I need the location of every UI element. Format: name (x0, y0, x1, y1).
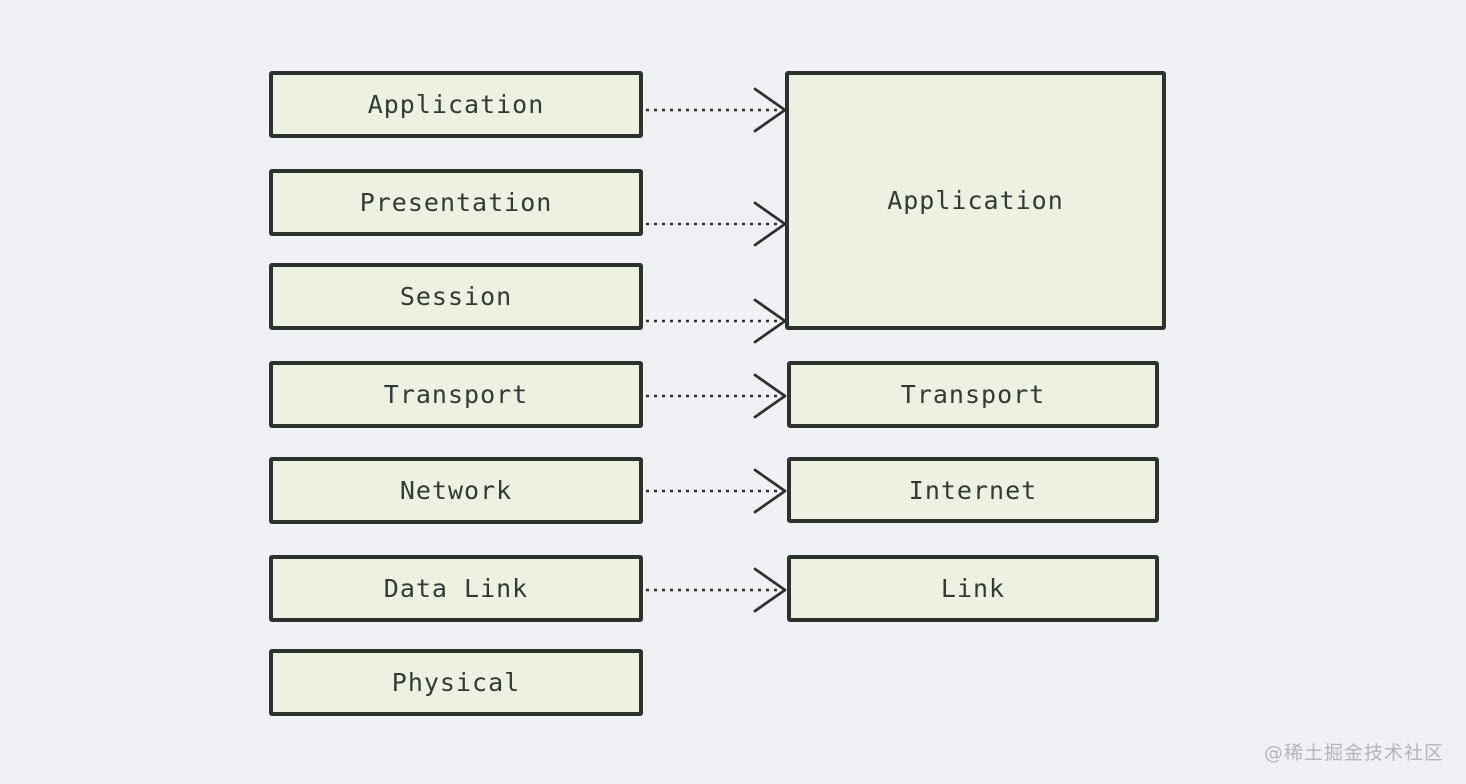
arrow-session-to-application (643, 291, 789, 351)
arrow-presentation-to-application (643, 194, 789, 254)
osi-layer-data-link: Data Link (269, 555, 643, 622)
osi-layer-presentation: Presentation (269, 169, 643, 236)
watermark-text: @稀土掘金技术社区 (1263, 742, 1444, 764)
arrow-data-link-to-link (643, 560, 789, 620)
arrow-application-to-application (643, 80, 789, 140)
osi-layer-network: Network (269, 457, 643, 524)
osi-layer-application: Application (269, 71, 643, 138)
tcpip-layer-internet: Internet (787, 457, 1159, 523)
tcpip-layer-link: Link (787, 555, 1159, 622)
osi-layer-physical: Physical (269, 649, 643, 716)
osi-layer-transport: Transport (269, 361, 643, 428)
tcpip-layer-application: Application (785, 71, 1166, 330)
arrow-transport-to-transport (643, 366, 789, 426)
arrow-network-to-internet (643, 461, 789, 521)
osi-layer-session: Session (269, 263, 643, 330)
tcpip-layer-transport: Transport (787, 361, 1159, 428)
